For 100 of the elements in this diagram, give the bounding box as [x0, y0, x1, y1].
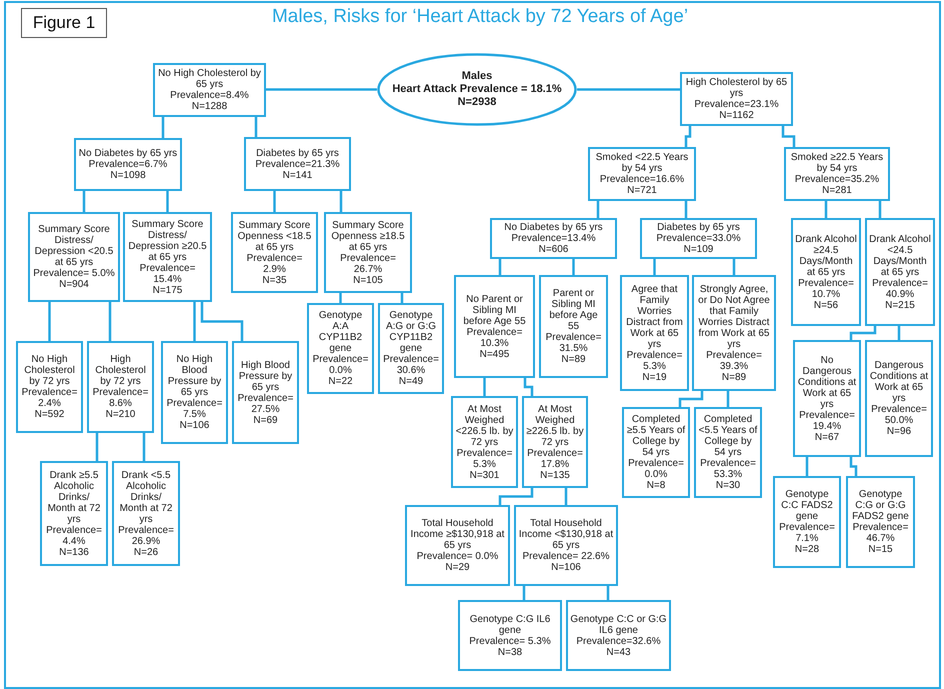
- sample-size-text: N=592: [34, 409, 64, 420]
- connector-line: [572, 259, 575, 275]
- sample-size-text: N=495: [480, 348, 510, 360]
- node-heading: High Blood Pressure by 65 yrs: [238, 360, 292, 392]
- decision-node-box: [307, 303, 374, 394]
- prevalence-text: Prevalence= 8.6%: [92, 387, 150, 409]
- connector-line: [606, 586, 610, 600]
- node-heading: Agree that Family Worries Distract from Work at 65 yrs: [625, 284, 684, 350]
- sample-size-text: N=141: [282, 170, 312, 180]
- prevalence-text: Prevalence= 5.3%: [626, 350, 684, 372]
- sample-size-text: N=281: [822, 185, 852, 196]
- prevalence-text: Prevalence= 5.3%: [456, 448, 514, 470]
- decision-node-box: [791, 218, 861, 326]
- node-heading: Drank Alcohol <24.5 Days/Month at 65 yrs: [869, 234, 931, 278]
- sample-size-text: N=15: [868, 544, 893, 555]
- sample-size-text: N=89: [561, 354, 586, 365]
- node-heading: At Most Weighed ≥226.5 lb. by 72 yrs: [526, 404, 584, 448]
- connector-line: [166, 191, 169, 212]
- node-heading: Smoked <22.5 Years by 54 yrs: [594, 152, 690, 174]
- sample-size-text: N=106: [180, 420, 210, 431]
- decision-node-box: [490, 218, 617, 259]
- connector-line: [726, 391, 730, 407]
- connector-line: [878, 201, 882, 218]
- node-heading: Genotype C:C or G:G IL6 gene: [570, 614, 667, 636]
- prevalence-text: Prevalence=32.6%: [576, 636, 661, 646]
- node-heading: Drank <5.5 Alcoholic Drinks/ Month at 72 yrs: [120, 470, 172, 524]
- decision-node-box: [153, 63, 266, 117]
- sample-size-text: N=56: [814, 300, 838, 310]
- node-heading: Strongly Agree, or Do Not Agree that Family Worries Distract from Work at 65 yrs: [697, 284, 771, 350]
- decision-node-box: [566, 600, 671, 671]
- node-heading: Summary Score Distress/ Depression <20.5 at 65 yrs: [34, 224, 114, 268]
- sample-size-text: N=136: [59, 546, 89, 558]
- node-heading: Smoked ≥22.5 Years by 54 yrs: [790, 152, 884, 174]
- decision-node-box: [846, 476, 915, 568]
- prevalence-text: Prevalence= 19.4%: [798, 410, 856, 432]
- connector-line: [678, 391, 704, 407]
- sample-size-text: N=109: [684, 244, 714, 255]
- connector-line: [483, 378, 486, 396]
- sample-size-text: N=30: [716, 480, 740, 491]
- sample-size-text: N=721: [627, 185, 657, 196]
- prevalence-text: Prevalence=21.3%: [255, 158, 340, 170]
- sample-size-text: N=105: [353, 274, 383, 286]
- sample-size-text: N=43: [606, 646, 631, 658]
- decision-node-box: [16, 341, 83, 433]
- node-heading: No High Cholesterol by 72 yrs: [23, 354, 76, 387]
- sample-size-text: N=96: [886, 426, 912, 437]
- connector-line: [782, 126, 796, 147]
- decision-node-box: [522, 396, 588, 488]
- decision-node-box: [244, 137, 351, 191]
- decision-node-box: [112, 461, 180, 566]
- node-heading: No High Blood Pressure by 65 yrs: [166, 354, 222, 398]
- prevalence-text: Prevalence= 2.4%: [20, 387, 78, 409]
- decision-node-box: [232, 341, 299, 444]
- decision-node-box: [87, 341, 154, 433]
- prevalence-text: Prevalence= 0.0%: [627, 458, 685, 480]
- decision-node-box: [454, 275, 535, 378]
- prevalence-text: Prevalence=35.2%: [794, 174, 880, 185]
- prevalence-text: Prevalence= 4.4%: [45, 524, 103, 546]
- sample-size-text: N=22: [328, 376, 353, 387]
- prevalence-text: Prevalence=23.1%: [694, 99, 779, 110]
- sample-size-text: N=1098: [110, 170, 146, 181]
- node-heading: Males: [462, 70, 492, 83]
- decision-node-box: [865, 218, 935, 326]
- node-heading: Genotype C:G or G:G FADS2 gene: [851, 489, 910, 522]
- prevalence-text: Prevalence= 22.6%: [522, 551, 610, 562]
- connector-line: [824, 201, 828, 218]
- node-heading: No Dangerous Conditions at Work at 65 yrs: [797, 354, 857, 410]
- connector-line: [684, 126, 692, 147]
- prevalence-text: Prevalence= 31.5%: [544, 332, 602, 354]
- connector-line: [82, 191, 86, 212]
- sample-size-text: N=35: [262, 274, 287, 286]
- node-heading: At Most Weighed <226.5 lb. by 72 yrs: [455, 404, 514, 448]
- prevalence-text: Heart Attack Prevalence = 18.1%: [392, 83, 562, 96]
- node-heading: Completed <5.5 Years of College by 54 yrs: [698, 414, 758, 458]
- decision-node-box: [74, 138, 182, 191]
- connector-line: [898, 326, 900, 340]
- connector-line: [340, 191, 342, 212]
- sample-size-text: N=38: [498, 646, 522, 658]
- sample-size-text: N=301: [470, 470, 500, 480]
- node-heading: Drank ≥5.5 Alcoholic Drinks/ Month at 72 yrs: [48, 470, 100, 524]
- node-heading: Total Household Income <$130,918 at 65 yrs: [518, 518, 614, 551]
- sample-size-text: N=2938: [458, 96, 496, 109]
- connector-line: [266, 88, 377, 91]
- prevalence-text: Prevalence= 0.0%: [312, 354, 370, 376]
- decision-node-box: [539, 275, 608, 378]
- sample-size-text: N=29: [445, 562, 470, 573]
- connector-line: [577, 88, 680, 91]
- connector-line: [254, 117, 258, 137]
- decision-node-box: [680, 72, 793, 126]
- prevalence-text: Prevalence=6.7%: [88, 159, 168, 170]
- connector-line: [684, 201, 688, 218]
- node-heading: No Diabetes by 65 yrs: [78, 148, 178, 159]
- prevalence-text: Prevalence=33.0%: [656, 233, 741, 244]
- decision-node-box: [640, 218, 757, 259]
- prevalence-text: Prevalence= 10.3%: [466, 326, 524, 348]
- connector-line: [653, 259, 656, 275]
- prevalence-text: Prevalence= 26.7%: [339, 252, 397, 274]
- prevalence-text: Prevalence=16.6%: [600, 174, 684, 185]
- decision-node-box: [622, 407, 690, 498]
- node-heading: High Cholesterol by 72 yrs: [94, 354, 147, 387]
